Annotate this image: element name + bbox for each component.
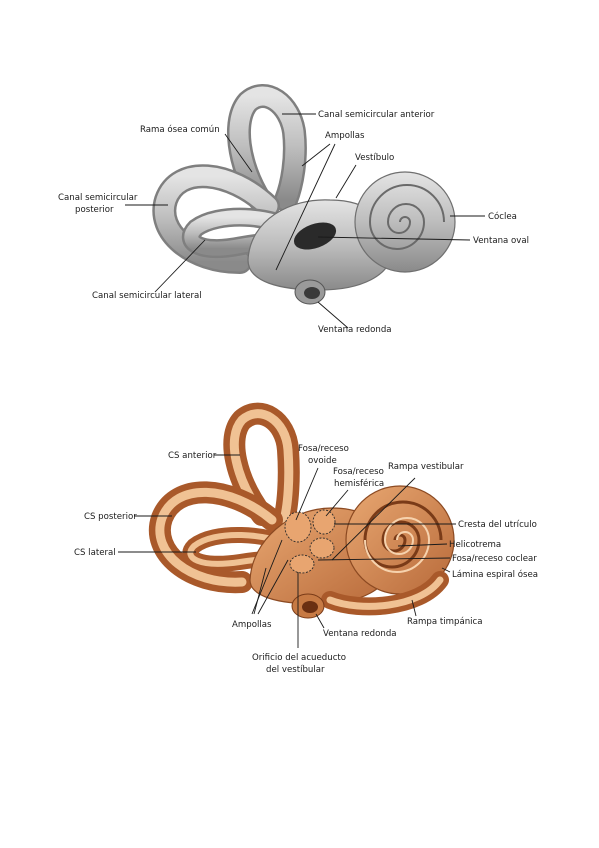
- bony-labyrinth-illustration: [152, 84, 456, 305]
- label-rama-osea: Rama ósea común: [140, 124, 220, 135]
- label-rampa-timpanica: Rampa timpánica: [407, 617, 483, 627]
- label-fosa-hemisferica-line1: Fosa/receso: [333, 467, 384, 477]
- label-vestibulo: Vestíbulo: [355, 153, 394, 163]
- label-cs-posterior: CS posterior: [84, 512, 137, 522]
- label-lamina-espiral: Lámina espiral ósea: [452, 569, 538, 580]
- label-cs-lateral: CS lateral: [74, 548, 116, 558]
- label-cs-anterior: CS anterior: [168, 451, 217, 461]
- bottom-leader-lines: [118, 454, 456, 648]
- label-helicotrema: Helicotrema: [449, 540, 501, 550]
- label-canal-posterior-line2: posterior: [75, 205, 114, 215]
- label-rampa-vestibular: Rampa vestibular: [388, 462, 464, 472]
- label-orificio-line2: del vestíbular: [266, 665, 325, 675]
- label-canal-anterior: Canal semicircular anterior: [318, 110, 435, 120]
- label-fosa-ovoide-line1: Fosa/receso: [298, 444, 349, 454]
- label-orificio-line1: Orificio del acueducto: [252, 653, 346, 663]
- bottom-labels: CS anterior Fosa/receso ovoide Fosa/rece…: [74, 444, 538, 675]
- top-leader-lines: [125, 113, 485, 329]
- label-canal-posterior-line1: Canal semicircular: [58, 193, 138, 203]
- label-cresta-utriculo: Cresta del utrículo: [458, 520, 537, 530]
- label-ampollas-bottom: Ampollas: [232, 620, 272, 630]
- labyrinth-section-illustration: [149, 402, 455, 619]
- label-canal-lateral: Canal semicircular lateral: [92, 291, 202, 301]
- label-coclea: Cóclea: [488, 211, 517, 222]
- label-ventana-redonda-bottom: Ventana redonda: [323, 629, 397, 639]
- label-fosa-coclear: Fosa/receso coclear: [452, 554, 537, 564]
- label-fosa-ovoide-line2: ovoide: [308, 456, 337, 466]
- label-ventana-redonda-top: Ventana redonda: [318, 325, 392, 335]
- label-ampollas-top: Ampollas: [325, 131, 365, 141]
- top-labels: Canal semicircular anterior Rama ósea co…: [58, 110, 529, 335]
- label-ventana-oval: Ventana oval: [473, 236, 529, 246]
- label-fosa-hemisferica-line2: hemisférica: [334, 478, 384, 489]
